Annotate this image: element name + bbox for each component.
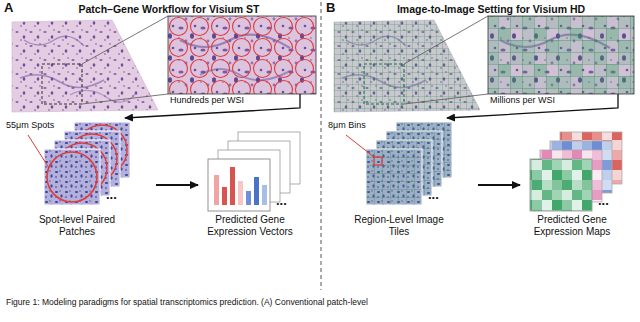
expression-bars: [214, 167, 267, 205]
stack-caption: Predicted Gene Expression Maps: [516, 214, 628, 237]
flow-arrow: [125, 94, 300, 118]
panel-letter: A: [4, 1, 13, 16]
bin-cells: [488, 16, 634, 94]
flow-arrow: [478, 184, 520, 186]
panel-letter: B: [326, 1, 335, 16]
zoom-line: [404, 16, 488, 64]
zoom-line: [82, 94, 168, 104]
tissue-streak: [70, 90, 136, 102]
ellipsis: ...: [598, 194, 609, 209]
stack-caption: Region-Level Image Tiles: [354, 214, 444, 237]
panel-divider: [321, 2, 322, 290]
inset-tissue: [488, 16, 634, 94]
vector-card: [208, 159, 270, 211]
tissue-streak: [20, 75, 104, 88]
leader-line: [28, 135, 49, 168]
zoom-inset: Hundreds per WSI: [168, 16, 316, 94]
zoom-region: [42, 64, 82, 104]
zoom-inset: Millions per WSI: [488, 16, 634, 94]
tissue-tint: [334, 20, 480, 112]
ellipsis: ...: [106, 188, 117, 203]
bin-grid: [334, 20, 480, 112]
panel-a-art: [12, 16, 316, 211]
stack-caption: Predicted Gene Expression Vectors: [194, 214, 306, 237]
panel-b-art: [334, 16, 634, 211]
panel-title: Patch–Gene Workflow for Visium ST: [24, 3, 314, 15]
figure-caption: Figure 1: Modeling paradigms for spatial…: [6, 298, 368, 308]
inset-tissue: [168, 16, 316, 94]
panel-title: Image-to-Image Setting for Visium HD: [346, 3, 636, 15]
spot-grid: [168, 16, 316, 94]
stack-caption: Spot-level Paired Patches: [32, 214, 122, 237]
tile-stack: 8μm Bins... Region-Level Image Tiles: [328, 118, 478, 264]
tissue-streak: [24, 36, 84, 46]
scale-label: 8μm Bins: [328, 120, 366, 130]
flow-arrow: [156, 184, 198, 186]
zoom-region: [364, 64, 404, 104]
panel-group: APatch–Gene Workflow for Visium STHundre…: [0, 0, 320, 292]
panel-group: BImage-to-Image Setting for Visium HDMil…: [322, 0, 640, 292]
zoom-line: [404, 94, 488, 104]
patch-stack: 55μm Spots... Spot-level Paired Patches: [6, 118, 156, 264]
count-note: Hundreds per WSI: [170, 95, 244, 105]
vector-stack: ...Predicted Gene Expression Vectors: [198, 130, 314, 264]
tile-layer: [366, 149, 422, 205]
ellipsis: ...: [428, 188, 439, 203]
count-note: Millions per WSI: [490, 95, 555, 105]
ellipsis: ...: [276, 194, 287, 209]
leader-line: [346, 135, 374, 157]
flow-arrow: [447, 94, 618, 118]
map-card: [530, 159, 592, 211]
map-stack: ...Predicted Gene Expression Maps: [520, 130, 634, 264]
zoom-line: [82, 16, 168, 64]
tissue-slide: [334, 20, 480, 112]
bin-grid: [488, 16, 634, 94]
patch-layer: [44, 149, 100, 205]
scale-label: 55μm Spots: [6, 120, 54, 130]
